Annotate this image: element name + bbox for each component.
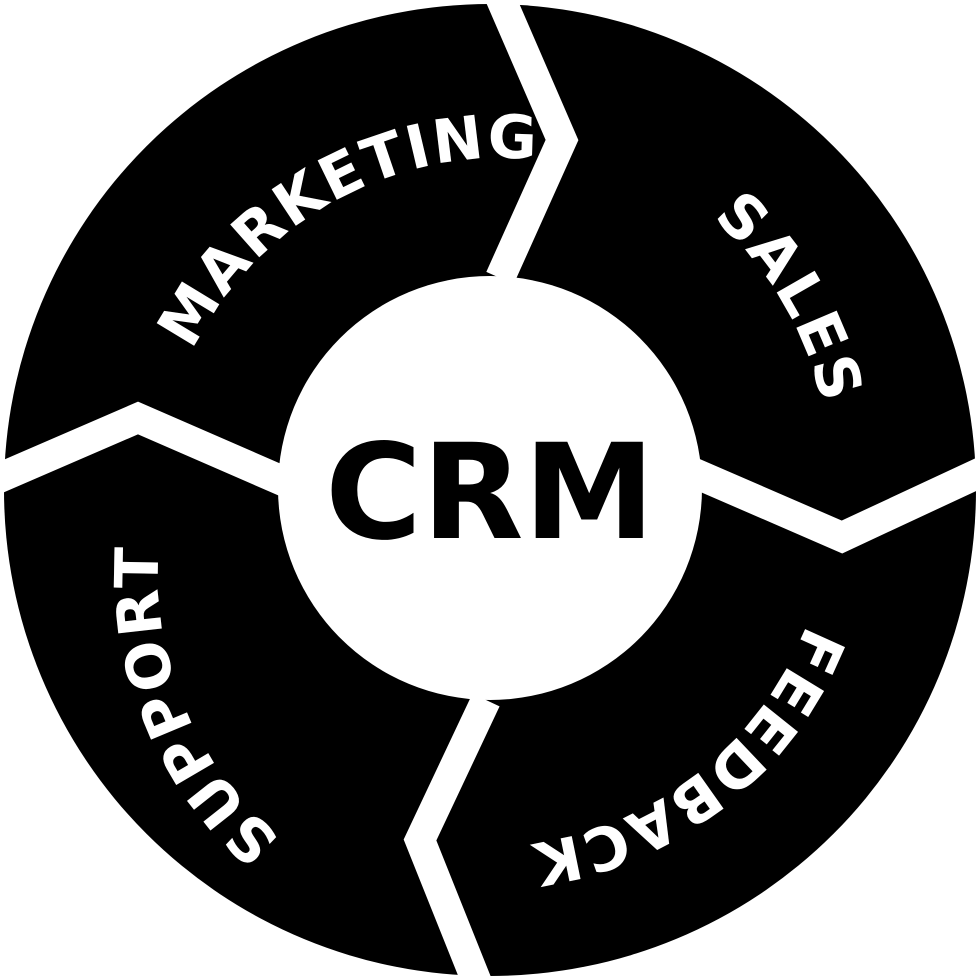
separator-left bbox=[0, 401, 298, 499]
center-label: CRM bbox=[325, 416, 655, 570]
center-circle bbox=[278, 276, 702, 700]
separator-right bbox=[686, 456, 980, 554]
separator-bottom bbox=[403, 693, 500, 980]
separator-top bbox=[484, 0, 579, 285]
